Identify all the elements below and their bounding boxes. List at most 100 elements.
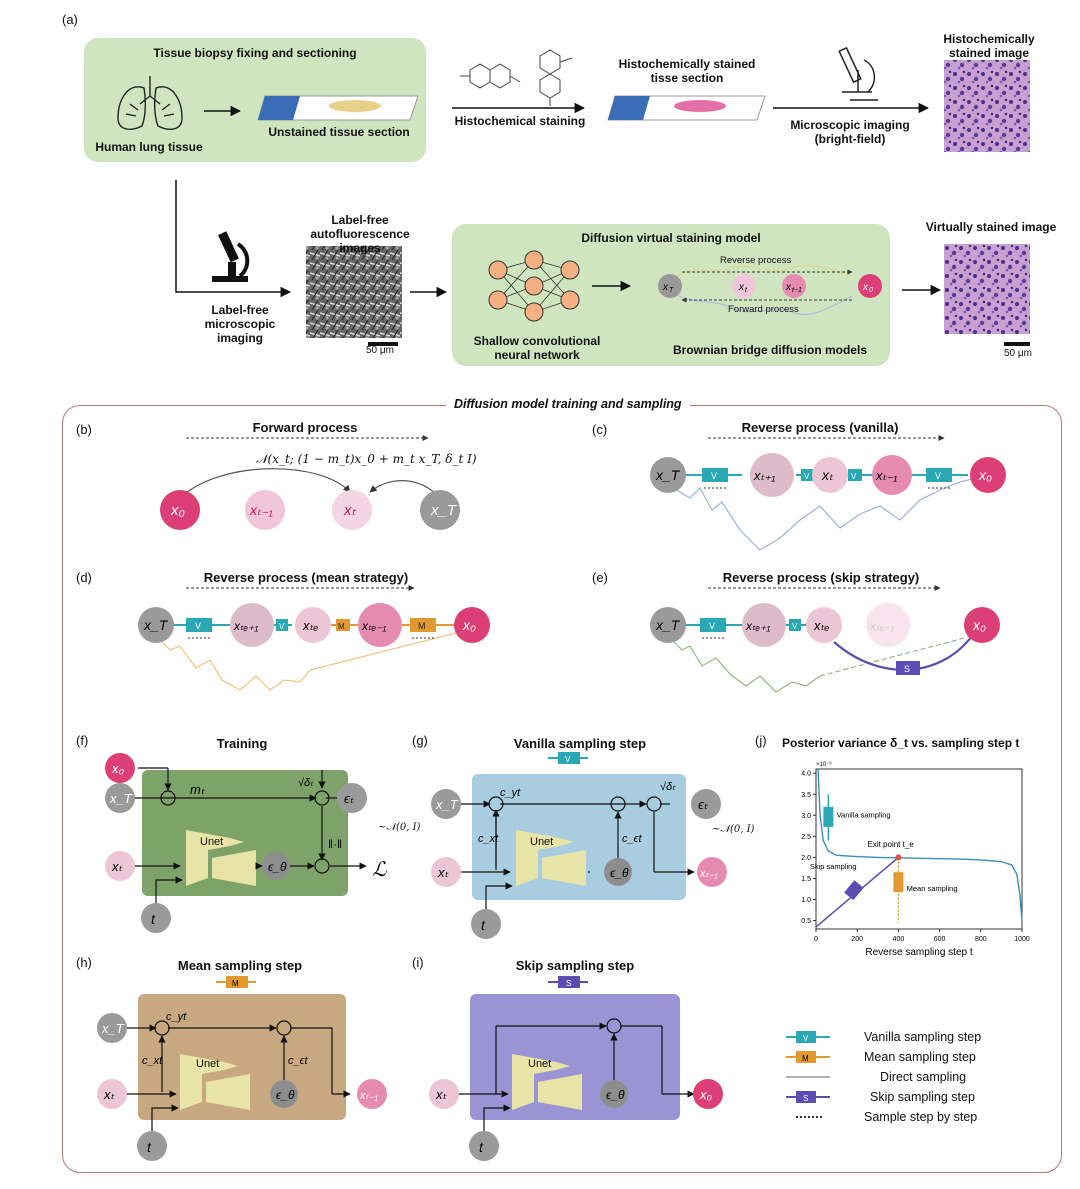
b-formula: 𝒩(x_t; (1 − m_t)x_0 + m_t x_T, δ_t I) — [256, 452, 477, 466]
h-title: Mean sampling step — [177, 958, 303, 973]
svg-text:c_xt: c_xt — [142, 1055, 163, 1067]
svg-text:xₜ₊₁: xₜ₊₁ — [753, 468, 775, 483]
svg-text:ℒ: ℒ — [372, 859, 387, 881]
legend-m: Mean sampling step — [864, 1050, 976, 1064]
x-tick-label: 600 — [934, 936, 946, 943]
svg-text:x_T: x_T — [101, 1021, 125, 1036]
arrow-to-virtual — [902, 284, 942, 296]
g-node-xt-1 — [697, 857, 727, 887]
i-unet: Unet — [528, 1058, 552, 1070]
svg-text:x₀: x₀ — [170, 502, 185, 519]
skip-badge — [844, 880, 864, 901]
dvs-title: Diffusion virtual staining model — [581, 231, 761, 245]
b-node-xt — [332, 490, 372, 530]
svg-text:V: V — [195, 621, 201, 631]
h-unet: Unet — [196, 1058, 220, 1070]
histo-staining-label: Histochemical staining — [454, 114, 586, 128]
svg-text:c_yt: c_yt — [166, 1011, 187, 1023]
svg-text:xₜₑ: xₜₑ — [813, 618, 829, 633]
f-node-xt — [105, 851, 135, 881]
b-node-x0 — [160, 490, 200, 530]
c-title: Reverse process (vanilla) — [741, 420, 899, 435]
svg-text:xₜ: xₜ — [435, 1087, 448, 1102]
svg-text:x₀: x₀ — [699, 1087, 713, 1102]
x-tick-label: 0 — [814, 936, 818, 943]
autofluor-label: Label-free autofluorescence images — [310, 213, 410, 255]
panel-label-d: (d) — [76, 570, 92, 585]
vanilla-badge — [823, 806, 834, 827]
legend-m-icon — [796, 1051, 816, 1063]
svg-text:t: t — [481, 917, 486, 933]
svg-text:xₜₑ₋₁: xₜₑ₋₁ — [869, 619, 895, 633]
panel-label-a: (a) — [62, 12, 78, 27]
c-node-xt-1 — [872, 455, 912, 495]
d-node-xT — [138, 607, 174, 643]
h-node-xt — [97, 1079, 127, 1109]
y-tick-label: 3.5 — [801, 792, 811, 799]
c-node-x0 — [970, 457, 1006, 493]
d-node-xte-1 — [358, 603, 402, 647]
panel-label-j: (j) — [755, 733, 767, 748]
autofluorescence-image — [306, 246, 402, 338]
svg-text:xₜ₋₁: xₜ₋₁ — [249, 502, 274, 518]
d-node-x0 — [454, 607, 490, 643]
legend-dots: Sample step by step — [864, 1110, 978, 1124]
mean-annotation: Mean sampling — [907, 884, 958, 893]
svg-text:ϵ_θ: ϵ_θ — [606, 1088, 625, 1102]
panel-a-graphics — [117, 46, 1030, 346]
f-node-xT — [105, 783, 135, 813]
legend-swatches: V M S — [786, 1031, 830, 1118]
svg-text:x: x — [862, 282, 869, 293]
svg-text:c_xt: c_xt — [478, 833, 499, 845]
i-node-xt — [429, 1079, 459, 1109]
legend-v-icon — [796, 1031, 816, 1043]
svg-text:t: t — [479, 1139, 484, 1155]
stained-section-label: Histochemically stained tisse section — [618, 57, 756, 85]
svg-text:ϵ_θ: ϵ_θ — [610, 866, 629, 880]
svg-text:S: S — [904, 664, 910, 674]
skip-annotation: Skip sampling — [810, 862, 857, 871]
lung-label: Human lung tissue — [95, 140, 203, 154]
y-tick-label: 3.0 — [801, 813, 811, 820]
g-node-xt — [431, 857, 461, 887]
svg-text:xₜ: xₜ — [821, 467, 834, 483]
y-tick-label: 0.5 — [801, 918, 811, 925]
f-title: Training — [216, 736, 268, 751]
y-tick-label: 1.5 — [801, 876, 811, 883]
variance-series-line — [817, 768, 1023, 921]
histo-image-label: Histochemically stained image — [943, 32, 1035, 60]
f-node-x0 — [105, 753, 135, 783]
svg-text:S: S — [566, 979, 571, 988]
j-title: Posterior variance δ_t vs. sampling step… — [782, 736, 1020, 750]
g-title: Vanilla sampling step — [513, 736, 647, 751]
microscopic-label: Microscopic imaging (bright-field) — [790, 118, 910, 146]
svg-text:x_T: x_T — [655, 617, 681, 633]
exit-annotation: Exit point t_e — [868, 840, 915, 849]
svg-text:M: M — [802, 1054, 809, 1063]
svg-text:V: V — [803, 1034, 809, 1043]
c-node-xt+1 — [750, 453, 794, 497]
node-xt — [732, 274, 756, 298]
stained-slide-icon — [607, 95, 766, 121]
panel-label-b: (b) — [76, 422, 92, 437]
panels-b-e: x₀ xₜ₋₁ xₜ x_T V V V V x_T xₜ₊₁ xₜ xₜ₋₁ … — [138, 435, 1006, 693]
f-node-eps — [337, 783, 367, 813]
e-node-xte — [806, 607, 842, 643]
microscope-icon — [838, 46, 878, 101]
svg-text:V: V — [279, 622, 285, 631]
svg-text:xₜ: xₜ — [343, 502, 357, 519]
legend-d: Direct sampling — [880, 1070, 967, 1084]
forward-label: Forward process — [728, 304, 799, 315]
e-node-xT — [650, 607, 686, 643]
svg-text:V: V — [565, 755, 571, 764]
unstained-label: Unstained tissue section — [268, 125, 410, 139]
chart-frame — [815, 768, 1023, 930]
svg-text:T: T — [669, 287, 674, 294]
svg-text:x: x — [662, 282, 669, 293]
panel-label-f: (f) — [76, 733, 89, 748]
svg-text:x₀: x₀ — [111, 761, 125, 776]
legend-s-icon — [796, 1091, 816, 1103]
svg-text:xₜₑ: xₜₑ — [302, 618, 318, 633]
virtual-label: Virtually stained image — [925, 220, 1057, 234]
